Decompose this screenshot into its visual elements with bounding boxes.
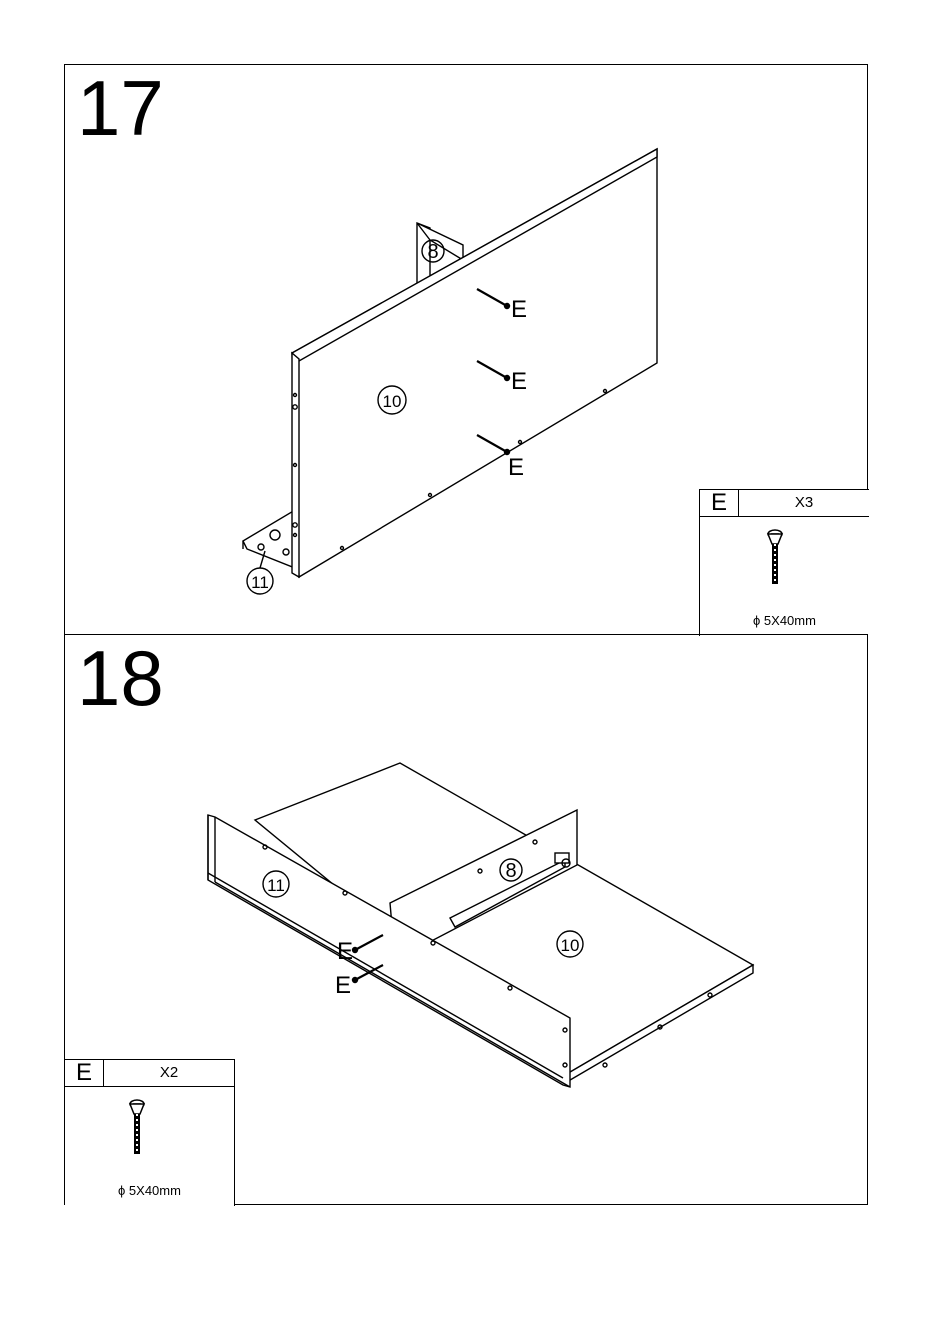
screw-icon — [700, 526, 870, 616]
part-8-label: 8 — [427, 241, 438, 263]
panel-10 — [292, 149, 657, 577]
screw-e-label: E — [337, 938, 353, 965]
part-10-label: 10 — [383, 392, 402, 411]
hardware-letter: E — [700, 490, 739, 516]
hardware-quantity: X3 — [739, 490, 869, 516]
step-18-panel: 18 — [64, 634, 868, 1205]
screw-e-label: E — [335, 972, 351, 999]
screw-e-label: E — [511, 296, 527, 323]
hardware-legend: E X2 ϕ 5X40mm — [65, 1059, 235, 1206]
hardware-quantity: X2 — [104, 1060, 234, 1086]
hardware-dimension: ϕ 5X40mm — [700, 613, 869, 628]
part-10-label: 10 — [561, 936, 580, 955]
part-11-label: 11 — [251, 573, 269, 592]
screw-e-label: E — [511, 368, 527, 395]
hardware-dimension: ϕ 5X40mm — [65, 1183, 234, 1198]
step-17-panel: 17 — [64, 64, 868, 635]
screw-icon — [65, 1096, 235, 1186]
part-8-label: 8 — [505, 860, 516, 882]
hardware-letter: E — [65, 1060, 104, 1086]
hardware-legend: E X3 ϕ 5X40mm — [699, 489, 869, 636]
part-11-label: 11 — [267, 876, 285, 895]
screw-e-label: E — [508, 454, 524, 481]
